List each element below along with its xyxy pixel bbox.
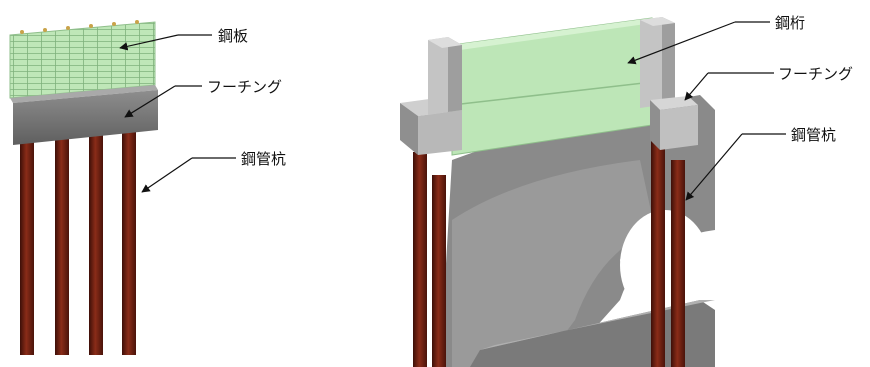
right-ground-inner (452, 160, 655, 367)
left-pile-4 (122, 130, 136, 355)
left-steel-pipe-pile-label: 鋼管杭 (241, 150, 286, 168)
left-figure: 鋼板 フーチング 鋼管杭 (9, 20, 286, 355)
left-footing-label: フーチング (207, 78, 282, 96)
left-plate-bolts (20, 20, 139, 34)
right-pile-leader (685, 133, 743, 201)
right-pile-right-2 (671, 160, 685, 367)
right-column-left (428, 37, 448, 115)
right-pile-left-2 (432, 175, 446, 367)
right-pile-left-1 (413, 152, 427, 367)
right-footing-label: フーチング (778, 65, 853, 83)
left-pile-3 (89, 130, 103, 355)
right-steel-girder-label: 鋼桁 (775, 14, 805, 32)
left-footing (13, 90, 158, 145)
right-footing-leader (684, 72, 709, 101)
left-pile-1 (20, 130, 34, 355)
right-figure: 鋼桁 フーチング 鋼管杭 (400, 14, 853, 367)
left-footing-top (10, 85, 158, 103)
left-footing-leader (124, 85, 176, 118)
right-footing-right-front (660, 105, 698, 150)
right-column-right (640, 17, 662, 108)
left-pile-2 (55, 130, 69, 355)
right-steel-pipe-pile-label: 鋼管杭 (791, 126, 836, 144)
left-steel-plate (9, 21, 156, 99)
right-footing-left-front (400, 103, 418, 155)
right-pile-right-1 (651, 140, 665, 367)
left-pile-leader (141, 157, 193, 193)
left-steel-plate-label: 鋼板 (218, 27, 248, 45)
right-girder-leader (627, 21, 736, 65)
left-steel-plate-leader (119, 34, 179, 51)
